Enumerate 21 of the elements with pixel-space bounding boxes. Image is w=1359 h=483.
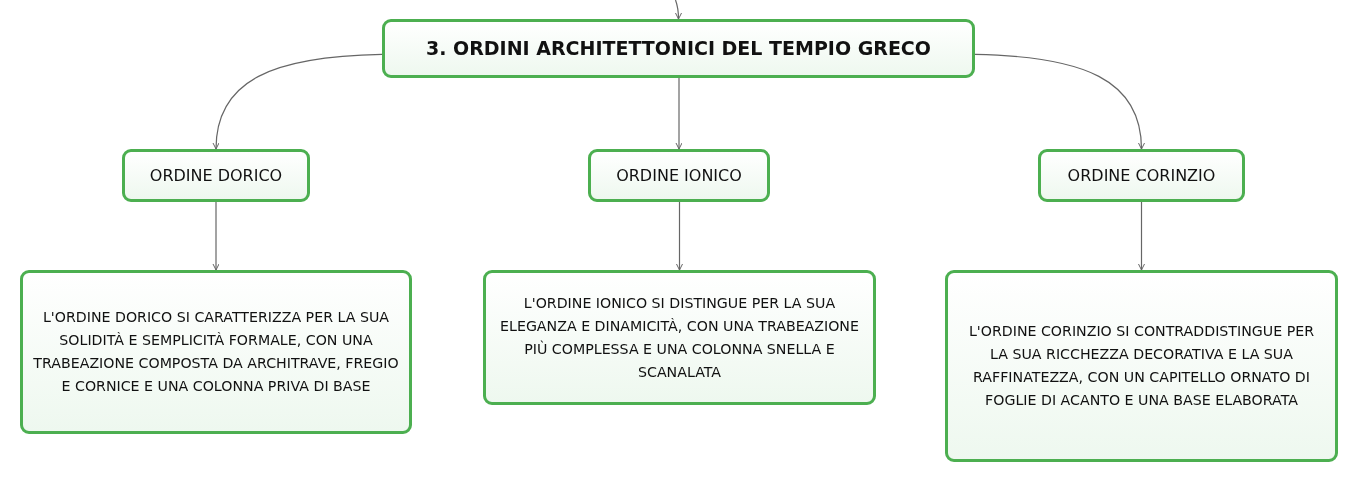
arrow xyxy=(676,201,683,271)
description-box xyxy=(20,270,412,434)
description-box xyxy=(945,270,1338,462)
topic-box xyxy=(122,149,310,202)
description-text: L'ORDINE CORINZIO SI CONTRADDISTINGUE PER LA SUA RICCHEZZA DECORATIVA E LA SUA RAFFINATEZZA, CON UN CAPITELLO ORNATO DI FOGLIE DI ACANTO E UNA BASE ELABORATA xyxy=(967,322,1316,410)
topic-box xyxy=(588,149,770,202)
arrow xyxy=(675,77,683,150)
topic-label: ORDINE IONICO xyxy=(616,165,742,186)
description-box xyxy=(483,270,876,405)
arrow xyxy=(212,53,383,150)
arrow xyxy=(212,201,220,271)
arrow xyxy=(974,53,1145,150)
topic-box xyxy=(1038,149,1245,202)
title-text: 3. ORDINI ARCHITETTONICI DEL TEMPIO GRECO xyxy=(426,37,931,60)
arrow xyxy=(1138,201,1145,271)
topic-label: ORDINE DORICO xyxy=(149,165,283,186)
arrow xyxy=(674,0,682,20)
topic-box xyxy=(382,19,975,78)
description-text: L'ORDINE DORICO SI CARATTERIZZA PER LA SUA SOLIDITÀ E SEMPLICITÀ FORMALE, CON UNA TRABEAZIONE COMPOSTA DA ARCHITRAVE, FREGIO E CORNICE E UNA COLONNA PRIVA DI BASE xyxy=(33,308,399,396)
topic-label: ORDINE CORINZIO xyxy=(1067,165,1216,186)
description-text: L'ORDINE IONICO SI DISTINGUE PER LA SUA ELEGANZA E DINAMICITÀ, CON UNA TRABEAZIONE PIÙ COMPLESSA E UNA COLONNA SNELLA E SCANALATA xyxy=(499,293,860,382)
